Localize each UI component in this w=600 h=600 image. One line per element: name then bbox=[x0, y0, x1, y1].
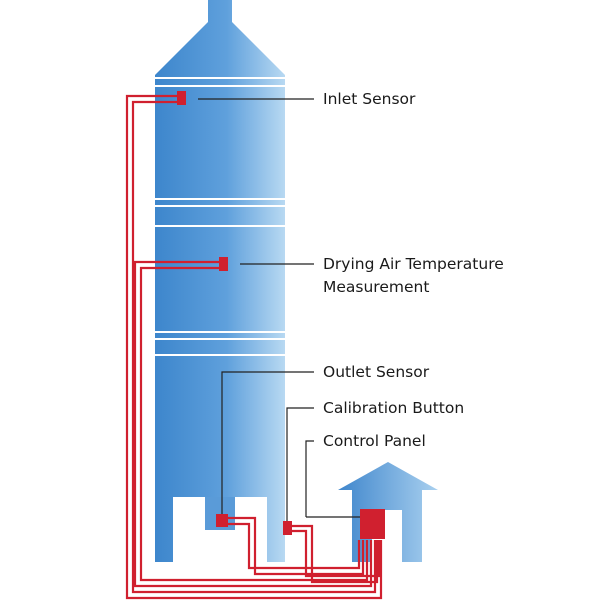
leader-outlet bbox=[221, 371, 314, 514]
drying-air-sensor-marker bbox=[219, 257, 228, 271]
control-panel-box bbox=[360, 509, 385, 539]
tower-bands bbox=[155, 77, 285, 356]
label-control-panel: Control Panel bbox=[323, 432, 426, 450]
calibration-button-marker bbox=[283, 521, 292, 535]
leader-calibration bbox=[286, 407, 314, 524]
wire-outlet-inner bbox=[227, 522, 361, 570]
label-drying-air-line1: Drying Air Temperature bbox=[323, 255, 504, 273]
dryer-tower bbox=[155, 0, 285, 562]
wire-calibration-inner bbox=[290, 529, 381, 578]
wire-calibration-outer bbox=[290, 524, 379, 584]
leader-control-panel bbox=[305, 440, 314, 517]
label-drying-air-line2: Measurement bbox=[323, 278, 430, 296]
sensor-wiring bbox=[125, 94, 383, 600]
control-house bbox=[338, 462, 438, 562]
house-shape bbox=[338, 462, 438, 562]
wire-drying-air-outer bbox=[133, 260, 373, 588]
outlet-sensor-marker bbox=[216, 514, 228, 527]
wire-outlet-outer bbox=[227, 516, 365, 576]
inlet-sensor-marker bbox=[177, 91, 186, 105]
wire-drying-air-inner bbox=[139, 266, 369, 582]
label-inlet-sensor: Inlet Sensor bbox=[323, 90, 416, 108]
wire-inlet-outer bbox=[125, 94, 383, 600]
label-outlet-sensor: Outlet Sensor bbox=[323, 363, 430, 381]
leader-lines bbox=[198, 98, 360, 524]
label-calibration-button: Calibration Button bbox=[323, 399, 465, 417]
wire-inlet-inner bbox=[131, 100, 377, 594]
tower-body bbox=[155, 0, 285, 562]
